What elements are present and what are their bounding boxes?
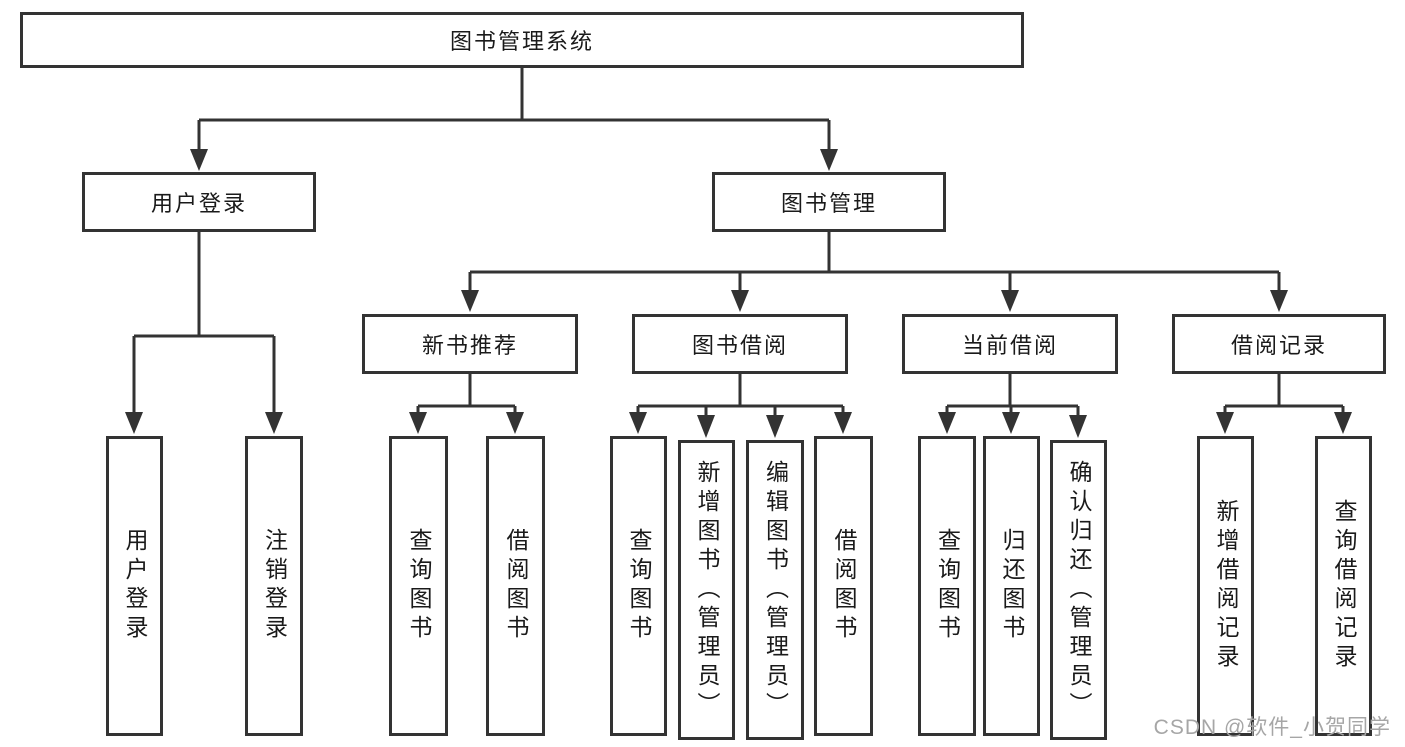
leaf-borrow-book-1-label: 借阅图书 — [503, 528, 529, 644]
leaf-logout-label: 注销登录 — [261, 528, 288, 644]
leaf-return-book: 归还图书 — [983, 436, 1040, 736]
node-user-login: 用户登录 — [82, 172, 316, 232]
node-new-book-recommend: 新书推荐 — [362, 314, 578, 374]
node-book-borrow: 图书借阅 — [632, 314, 848, 374]
leaf-query-book-1-label: 查询图书 — [406, 528, 432, 644]
leaf-add-book-admin-label: 新增图书（管理员） — [694, 459, 720, 721]
node-current-borrow: 当前借阅 — [902, 314, 1118, 374]
leaf-user-login: 用户登录 — [106, 436, 163, 736]
leaf-confirm-return-admin: 确认归还（管理员） — [1050, 440, 1107, 740]
node-root-label: 图书管理系统 — [449, 29, 594, 54]
leaf-add-book-admin: 新增图书（管理员） — [678, 440, 735, 740]
leaf-query-book-1: 查询图书 — [389, 436, 448, 736]
node-root: 图书管理系统 — [20, 12, 1024, 68]
node-book-management: 图书管理 — [712, 172, 946, 232]
leaf-query-borrow-record: 查询借阅记录 — [1315, 436, 1372, 736]
leaf-return-book-label: 归还图书 — [999, 528, 1025, 644]
leaf-query-book-3-label: 查询图书 — [934, 528, 961, 644]
node-book-management-label: 图书管理 — [780, 191, 877, 216]
node-borrow-records-label: 借阅记录 — [1230, 333, 1327, 358]
node-current-borrow-label: 当前借阅 — [961, 333, 1058, 358]
leaf-borrow-book-1: 借阅图书 — [486, 436, 545, 736]
leaf-borrow-book-2-label: 借阅图书 — [831, 528, 857, 644]
leaf-query-borrow-record-label: 查询借阅记录 — [1331, 499, 1357, 673]
node-new-book-recommend-label: 新书推荐 — [421, 333, 518, 358]
leaf-confirm-return-admin-label: 确认归还（管理员） — [1066, 459, 1092, 721]
leaf-query-book-2-label: 查询图书 — [626, 528, 652, 644]
csdn-watermark: CSDN @软件_小贺同学 — [1153, 716, 1391, 739]
leaf-edit-book-admin: 编辑图书（管理员） — [746, 440, 804, 740]
node-book-borrow-label: 图书借阅 — [691, 333, 788, 358]
leaf-query-book-2: 查询图书 — [610, 436, 667, 736]
leaf-edit-book-admin-label: 编辑图书（管理员） — [762, 459, 789, 721]
leaf-logout: 注销登录 — [245, 436, 303, 736]
leaf-borrow-book-2: 借阅图书 — [814, 436, 873, 736]
node-borrow-records: 借阅记录 — [1172, 314, 1386, 374]
leaf-add-borrow-record-label: 新增借阅记录 — [1213, 499, 1239, 673]
leaf-user-login-label: 用户登录 — [122, 528, 148, 644]
leaf-add-borrow-record: 新增借阅记录 — [1197, 436, 1254, 736]
node-user-login-label: 用户登录 — [150, 191, 247, 216]
leaf-query-book-3: 查询图书 — [918, 436, 976, 736]
